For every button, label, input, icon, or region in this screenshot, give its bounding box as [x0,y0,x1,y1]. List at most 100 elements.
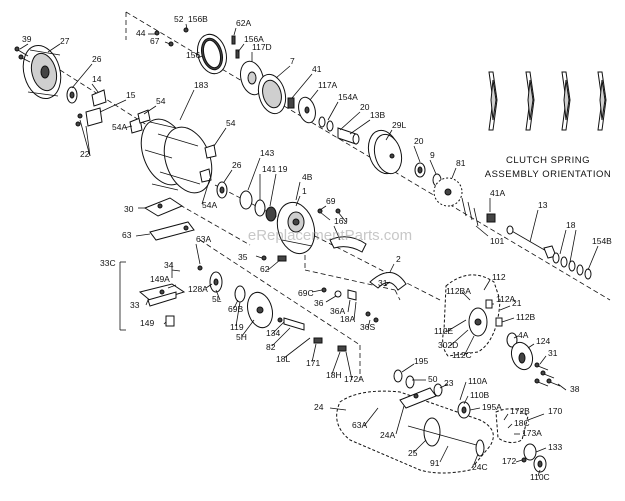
part-label-133: 133 [548,442,562,452]
part-label-112: 112 [492,272,506,282]
part-label-24: 24 [314,402,324,412]
part-springs-171-18h [313,337,347,352]
part-label-156b: 156B [188,14,208,24]
part-label-54d: 54A [202,200,217,210]
leader-lines [19,23,599,477]
part-label-36a: 36A [330,306,345,316]
part-label-54c: 54 [226,118,236,128]
part-bearing-26-mid [216,181,228,199]
part-label-110a: 110A [468,376,488,386]
part-label-41a: 41A [490,188,505,198]
part-screws-69 [317,208,347,223]
part-label-15: 15 [126,90,136,100]
part-label-22: 22 [80,149,90,159]
part-label-154b: 154B [592,236,612,246]
part-shaft-13 [506,225,557,259]
part-label-31a: 31 [378,278,388,288]
part-label-69c: 69C [298,288,314,298]
part-label-62a: 62A [236,18,251,28]
part-label-172a: 172A [344,374,364,384]
part-label-63a: 63A [196,234,211,244]
part-shaft-13b [337,127,360,145]
part-label-110c: 110C [530,472,550,482]
part-label-18h: 18H [326,370,342,380]
part-label-7: 7 [290,56,295,66]
part-handle-plate-30 [143,197,184,217]
part-label-302d: 302D [438,340,458,350]
part-spool-ring-156 [197,33,227,75]
part-label-24a: 24A [380,430,395,440]
part-frame-183 [129,109,217,194]
part-label-149a: 149A [150,274,170,284]
part-label-119: 119 [230,322,244,332]
part-label-18l: 18L [276,354,290,364]
part-label-19: 19 [278,164,288,174]
part-label-195: 195 [414,356,428,366]
part-label-16j: 16J [334,216,348,226]
part-ring-143-141 [239,190,266,217]
orientation-title-line-1: CLUTCH SPRING [506,155,590,166]
part-washers-18-154b [552,252,592,280]
part-label-36s: 36S [360,322,375,332]
part-label-18c: 18C [514,418,530,428]
part-bearings-110 [433,383,471,419]
part-label-172: 172 [502,456,516,466]
part-label-117d: 117D [252,42,272,52]
part-nut-133 [521,443,547,473]
part-screws-39 [14,46,31,63]
part-bearing-26 [66,86,78,104]
part-spring-62 [261,255,287,262]
part-label-26a: 26 [92,54,102,64]
part-label-4a: 4A [518,330,529,340]
part-label-5l: 5L [212,294,222,304]
part-label-183: 183 [194,80,208,90]
clutch-spring-2 [525,71,535,131]
part-label-141: 141 [262,164,276,174]
part-label-112b: 112B [516,312,536,322]
part-label-149: 149 [140,318,154,328]
part-label-36: 36 [314,298,324,308]
part-small-parts-36 [321,287,379,323]
part-label-81: 81 [456,158,466,168]
part-label-23: 23 [444,378,454,388]
part-label-29l: 29L [392,120,406,130]
part-label-27: 27 [60,36,70,46]
part-label-21: 21 [512,298,522,308]
part-label-31b: 31 [548,348,558,358]
part-disc-117d [239,60,265,96]
part-label-50: 50 [428,374,438,384]
part-spring-41a [486,213,496,223]
part-label-91: 91 [430,458,440,468]
part-label-67: 67 [150,36,160,46]
part-label-134: 134 [266,328,280,338]
part-sideplate-1 [276,201,316,255]
part-star-5l [197,265,223,293]
clutch-spring-4 [597,71,607,131]
part-label-13: 13 [538,200,548,210]
clutch-spring-3 [561,71,571,131]
part-label-171: 171 [306,358,320,368]
part-label-41: 41 [312,64,322,74]
part-spring-41 [287,97,295,109]
part-label-13b: 13B [370,110,385,120]
part-plate-124 [510,341,534,371]
part-label-63: 63 [122,230,132,240]
part-washers-195-50 [393,369,415,389]
part-side-plate-27 [22,45,62,99]
part-disc-29l [367,129,403,175]
part-label-63ab: 63A [352,420,367,430]
part-pins-101 [461,197,479,227]
part-label-173a: 173A [522,428,542,438]
part-label-172b: 172B [510,406,530,416]
part-label-112c: 112C [452,350,472,360]
part-gear-81 [433,177,463,207]
part-bracket-16j [329,236,367,253]
part-label-143: 143 [260,148,274,158]
part-label-112a: 112A [496,294,516,304]
part-label-2: 2 [396,254,401,264]
part-label-117a: 117A [318,80,338,90]
part-label-112e: 112E [434,326,454,336]
